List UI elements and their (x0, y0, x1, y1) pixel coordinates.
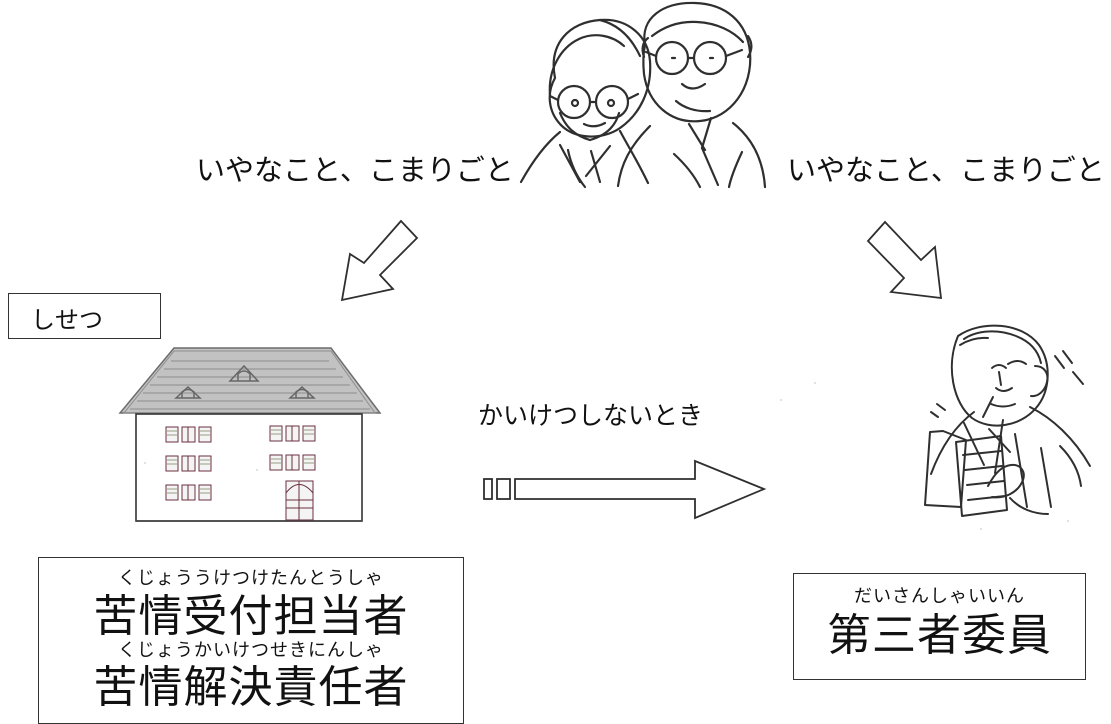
elderly-couple-icon (519, 1, 767, 189)
third-party-member-ruby: だいさんしゃいいん (854, 586, 1025, 607)
down-left-arrow-icon (340, 219, 419, 302)
background-specks (144, 382, 1069, 530)
third-party-member-title: 第三者委員 (827, 610, 1052, 661)
complaint-resolution-officer-ruby: くじょうかいけつせきにんしゃ (118, 640, 384, 661)
facility-roles-box: くじょううけつけたんとうしゃ 苦情受付担当者 くじょうかいけつせきにんしゃ 苦情… (38, 557, 464, 724)
facility-label: しせつ (31, 306, 103, 334)
facility-box: しせつ (8, 293, 161, 339)
down-right-arrow-icon (866, 220, 943, 300)
third-party-member-box: だいさんしゃいいん 第三者委員 (793, 573, 1086, 680)
house-icon (118, 347, 382, 522)
right-complaint-caption: いやなこと、こまりごと (787, 153, 1105, 187)
complaint-reception-officer-title: 苦情受付担当者 (93, 591, 409, 642)
complaint-reception-officer-ruby: くじょううけつけたんとうしゃ (118, 568, 384, 589)
right-arrow-icon (483, 459, 767, 520)
unresolved-caption: かいけつしないとき (478, 401, 704, 430)
complaint-resolution-officer-title: 苦情解決責任者 (93, 662, 409, 713)
officer-icon (924, 324, 1091, 517)
left-complaint-caption: いやなこと、こまりごと (196, 153, 514, 187)
